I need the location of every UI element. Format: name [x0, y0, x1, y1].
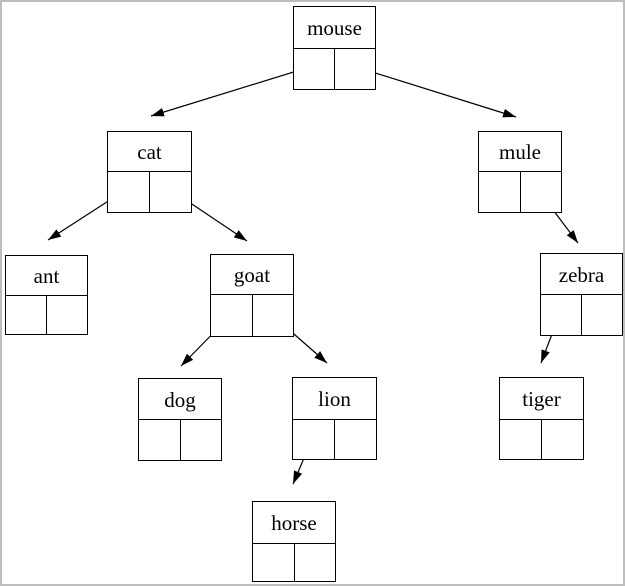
- right-pointer-cell: [150, 172, 191, 212]
- right-pointer-cell: [542, 420, 583, 459]
- right-pointer-cell: [521, 172, 562, 212]
- tree-node-cat: cat: [107, 131, 192, 213]
- node-label: zebra: [541, 254, 622, 295]
- tree-node-mule: mule: [478, 131, 562, 213]
- node-label: lion: [293, 378, 376, 420]
- node-label: mouse: [294, 7, 375, 49]
- node-label: goat: [211, 255, 293, 295]
- right-pointer-cell: [295, 544, 336, 581]
- left-pointer-cell: [253, 544, 295, 581]
- node-label: horse: [253, 502, 335, 544]
- right-pointer-cell: [253, 295, 294, 336]
- node-pointer-row: [479, 172, 561, 212]
- node-label: cat: [108, 132, 191, 172]
- node-pointer-row: [293, 420, 376, 459]
- tree-node-lion: lion: [292, 377, 377, 460]
- node-pointer-row: [294, 49, 375, 89]
- node-label: dog: [139, 379, 221, 420]
- left-pointer-cell: [211, 295, 253, 336]
- left-pointer-cell: [479, 172, 521, 212]
- tree-node-horse: horse: [252, 501, 336, 582]
- left-pointer-cell: [500, 420, 542, 459]
- tree-node-dog: dog: [138, 378, 222, 461]
- left-pointer-cell: [139, 420, 181, 460]
- tree-node-zebra: zebra: [540, 253, 623, 336]
- right-pointer-cell: [47, 296, 87, 334]
- node-pointer-row: [139, 420, 221, 460]
- node-pointer-row: [211, 295, 293, 336]
- left-pointer-cell: [6, 296, 47, 334]
- node-label: tiger: [500, 378, 583, 420]
- tree-node-mouse: mouse: [293, 6, 376, 90]
- node-pointer-row: [6, 296, 87, 334]
- right-pointer-cell: [181, 420, 222, 460]
- edge-mouse-left-cat: [150, 65, 314, 117]
- node-label: ant: [6, 256, 87, 296]
- tree-node-goat: goat: [210, 254, 294, 337]
- right-pointer-cell: [335, 420, 376, 459]
- node-pointer-row: [108, 172, 191, 212]
- left-pointer-cell: [541, 295, 582, 335]
- left-pointer-cell: [293, 420, 335, 459]
- node-label: mule: [479, 132, 561, 172]
- right-pointer-cell: [335, 49, 375, 89]
- node-pointer-row: [253, 544, 335, 581]
- left-pointer-cell: [294, 49, 335, 89]
- node-pointer-row: [541, 295, 622, 335]
- right-pointer-cell: [582, 295, 622, 335]
- tree-node-ant: ant: [5, 255, 88, 335]
- node-pointer-row: [500, 420, 583, 459]
- tree-node-tiger: tiger: [499, 377, 584, 460]
- edge-mouse-right-mule: [352, 65, 517, 118]
- left-pointer-cell: [108, 172, 150, 212]
